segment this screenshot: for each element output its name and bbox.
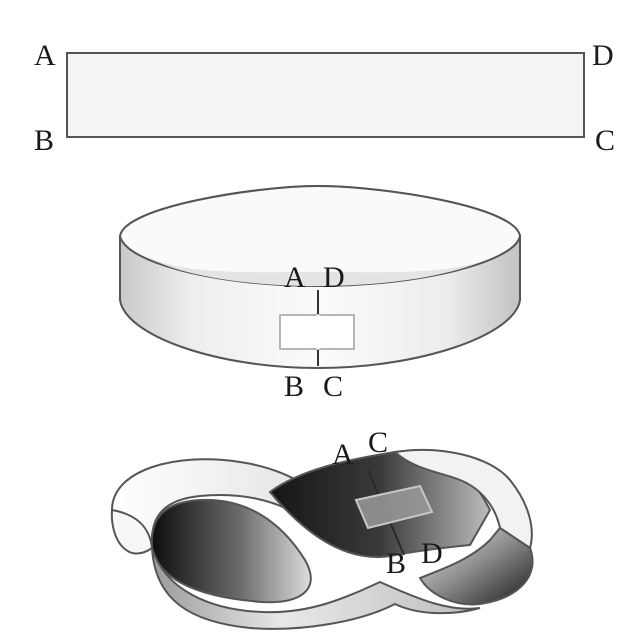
mobius-tape-patch	[354, 484, 434, 530]
flat-strip: A B D C	[34, 39, 615, 157]
cylinder-label-top-right: D	[323, 261, 345, 294]
cylinder-label-top-left: A	[284, 261, 306, 294]
mobius-label-top-left: A	[332, 438, 354, 471]
mobius-label-top-right: C	[368, 426, 388, 459]
cylinder-label-bottom-right: C	[323, 370, 343, 403]
cylinder-inner-wall	[140, 252, 500, 286]
mobius-strip: A C B D	[110, 426, 534, 630]
cylinder-band: A D B C	[118, 184, 522, 403]
mobius-label-bottom-right: D	[421, 537, 443, 570]
mobius-left-dark-face	[150, 498, 312, 604]
mobius-bottom-band	[151, 547, 481, 630]
strip-label-top-left: A	[34, 39, 56, 72]
strip-label-bottom-right: C	[595, 124, 615, 157]
cylinder-label-bottom-left: B	[284, 370, 304, 403]
mobius-left-light-edge	[110, 508, 154, 555]
mobius-label-bottom-left: B	[386, 547, 406, 580]
mobius-right-dark-face	[418, 526, 534, 606]
strip-rectangle	[66, 52, 585, 138]
strip-label-top-right: D	[592, 39, 614, 72]
strip-label-bottom-left: B	[34, 124, 54, 157]
